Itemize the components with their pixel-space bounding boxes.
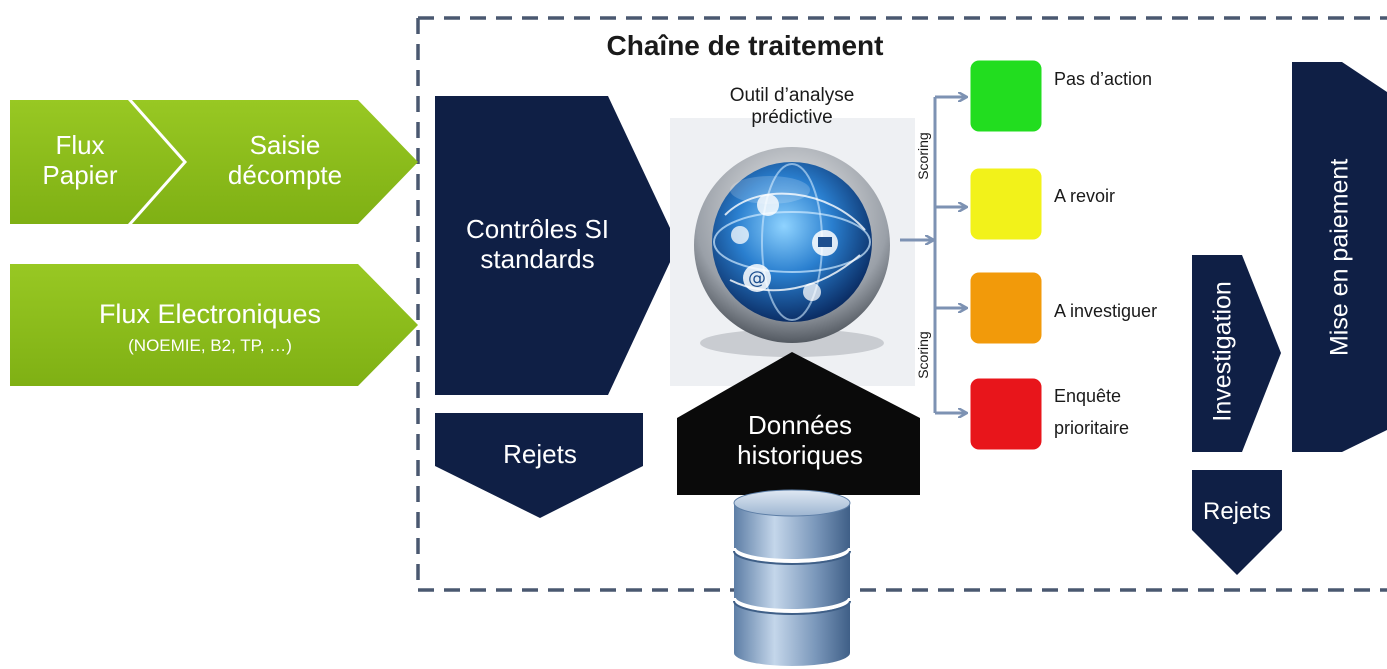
rejets-left-arrow <box>435 413 643 518</box>
investigation-label: Investigation <box>1208 281 1237 422</box>
outcome-label-a-revoir: A revoir <box>1054 186 1116 206</box>
controles-label: Contrôles SI standards <box>465 214 610 274</box>
flux-papier-label: Flux Papier <box>42 130 118 190</box>
flux-papier-chevron <box>10 100 183 224</box>
status-square-green <box>969 59 1043 133</box>
scoring-connectors <box>900 97 966 413</box>
flux-electroniques-arrow <box>10 264 418 386</box>
flux-electroniques-label: Flux Electroniques <box>98 299 322 329</box>
flux-electroniques-sub: (NOEMIE, B2, TP, …) <box>128 336 292 355</box>
investigation-arrow <box>1192 255 1281 452</box>
predictive-globe-icon: @ <box>670 118 915 386</box>
status-square-yellow <box>969 167 1043 241</box>
diagram-title: Chaîne de traitement <box>606 30 884 61</box>
rejets-right-arrow <box>1192 470 1282 575</box>
donnees-label: Données historiques <box>737 410 863 470</box>
scoring-bottom-label: Scoring <box>914 331 931 379</box>
rejets-right-label: Rejets <box>1202 498 1272 525</box>
outcome-label-pas-action: Pas d’action <box>1054 69 1153 89</box>
rejets-left-label: Rejets <box>503 439 577 469</box>
scoring-top-label: Scoring <box>914 132 931 180</box>
svg-text:@: @ <box>748 268 766 289</box>
status-square-red <box>969 377 1043 451</box>
donnees-house <box>677 352 920 495</box>
mise-en-paiement-arrow <box>1292 62 1387 452</box>
outil-label: Outil d’analyse prédictive <box>729 85 855 128</box>
saisie-label: Saisie décompte <box>227 130 343 190</box>
outcome-label-enquete: Enquête prioritaire <box>1054 386 1130 438</box>
database-icon <box>732 489 852 666</box>
status-square-orange <box>969 271 1043 345</box>
mise-en-paiement-label: Mise en paiement <box>1325 158 1354 357</box>
outcome-label-a-investiguer: A investiguer <box>1054 301 1158 321</box>
controles-arrow <box>435 96 678 395</box>
saisie-chevron <box>132 100 418 224</box>
processing-chain-frame <box>416 16 1387 592</box>
